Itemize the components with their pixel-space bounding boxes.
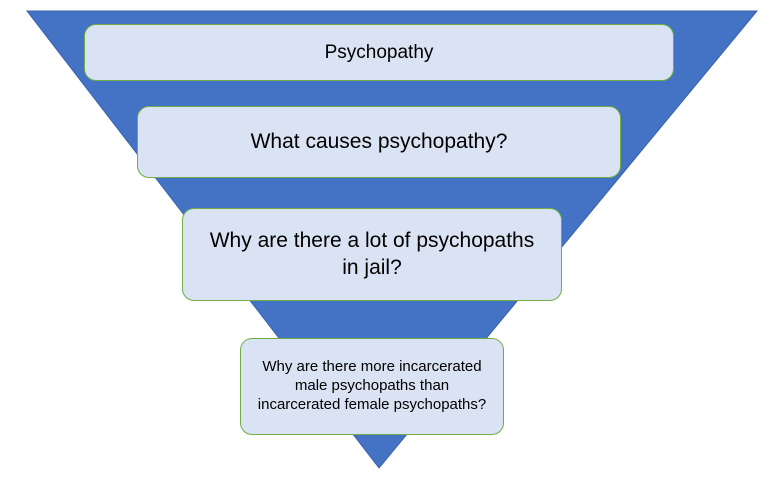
level-3-text: Why are there a lot of psychopaths in ja…	[209, 229, 535, 279]
funnel-level-3: Why are there a lot of psychopaths in ja…	[182, 208, 562, 301]
funnel-level-4: Why are there more incarcerated male psy…	[240, 338, 504, 435]
level-2-text: What causes psychopathy?	[250, 129, 508, 153]
funnel-level-2: What causes psychopathy?	[137, 106, 621, 178]
funnel-level-1: Psychopathy	[84, 24, 674, 81]
level-1-text: Psychopathy	[324, 41, 434, 63]
level-4-text: Why are there more incarcerated male psy…	[257, 358, 487, 413]
